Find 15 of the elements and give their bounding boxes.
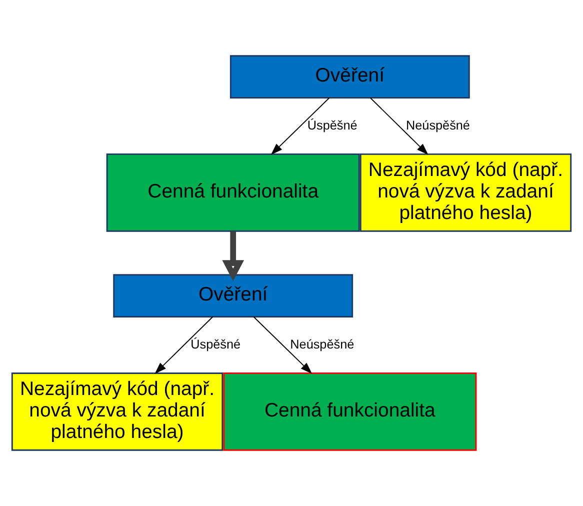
edge-label: Úspěšné [307, 118, 358, 132]
edge-label: Neúspěšné [290, 337, 354, 352]
arrow [154, 316, 214, 374]
edge-label: Úspěšné [190, 337, 241, 352]
edge-label: Neúspěšné [406, 118, 470, 132]
arrow [253, 316, 312, 374]
node-box: Nezajímavý kód (např. nová výzva k zadaní platného hesla) [11, 372, 224, 451]
node-box: Cenná funkcionalita [223, 372, 477, 451]
arrow [222, 231, 244, 282]
node-box: Nezajímavý kód (např. nová výzva k zadaní platného hesla) [360, 153, 572, 232]
node-box: Cenná funkcionalita [106, 153, 360, 232]
arrow [370, 97, 428, 155]
arrow [270, 97, 330, 155]
node-box: Ověření [230, 55, 470, 98]
node-box: Ověření [113, 274, 354, 318]
